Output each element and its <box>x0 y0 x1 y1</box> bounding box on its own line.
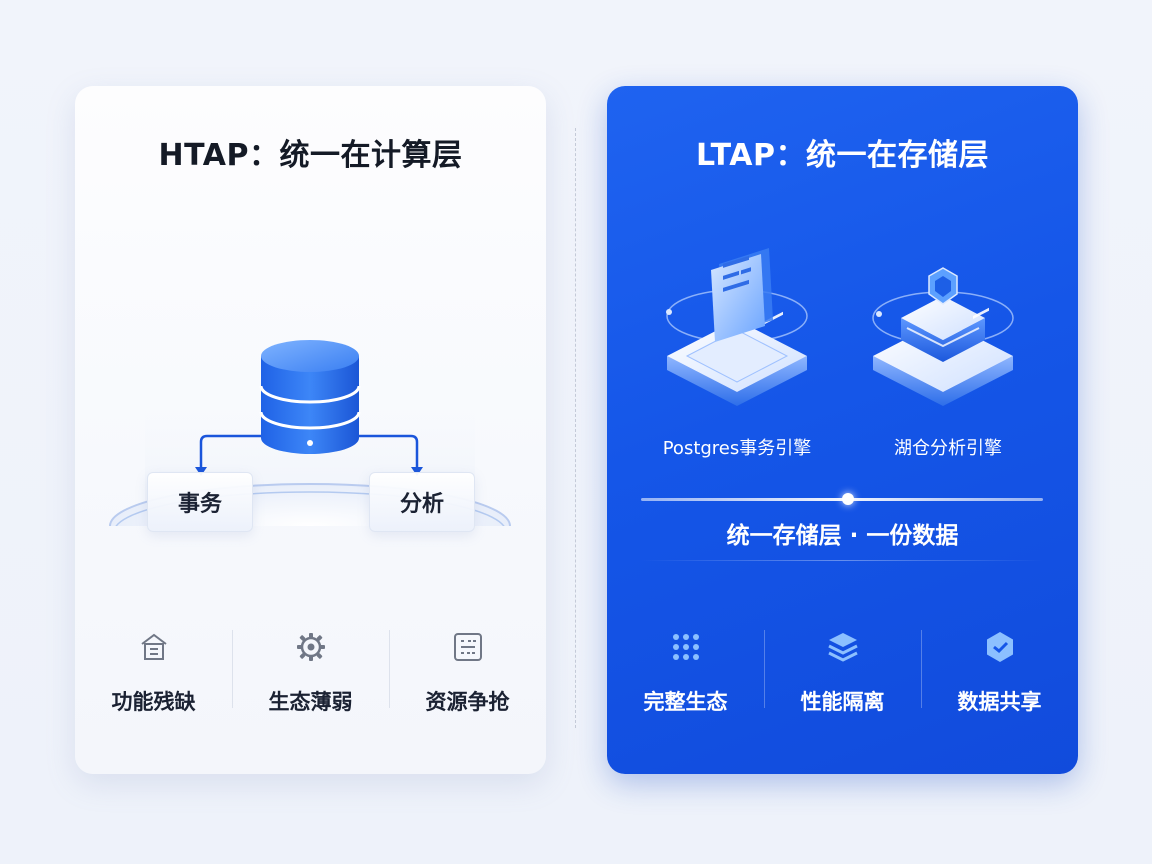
feature-label: 性能隔离 <box>800 690 885 714</box>
htap-diagram-graphic <box>109 340 511 526</box>
share-icon <box>986 632 1013 662</box>
feature-label: 生态薄弱 <box>268 690 353 714</box>
transaction-box: 事务 <box>147 472 253 532</box>
feature-performance-isolation: 性能隔离 <box>764 630 921 716</box>
database-icon <box>259 340 361 454</box>
unified-storage-text: 统一存储层 · 一份数据 <box>726 523 959 549</box>
analysis-box: 分析 <box>369 472 475 532</box>
feature-label: 资源争抢 <box>425 690 510 714</box>
calculator-icon <box>453 633 482 661</box>
feature-resource-contention: 资源争抢 <box>389 630 546 716</box>
lakehouse-engine-label: 湖仓分析引擎 <box>894 438 1002 459</box>
unified-storage-underline <box>641 560 1043 561</box>
feature-label: 数据共享 <box>957 690 1042 714</box>
layers-icon <box>827 633 858 662</box>
lakehouse-server-icon <box>872 267 1014 406</box>
feature-label: 功能残缺 <box>111 690 196 714</box>
feature-data-sharing: 数据共享 <box>921 630 1078 716</box>
gear-icon <box>296 633 325 661</box>
feature-weak-ecosystem: 生态薄弱 <box>232 630 389 716</box>
document-server-icon <box>666 248 808 406</box>
feature-complete-ecosystem: 完整生态 <box>607 630 764 716</box>
htap-diagram: 事务 分析 <box>75 236 546 532</box>
htap-title: HTAP：统一在计算层 <box>158 138 463 173</box>
ltap-card: LTAP：统一在存储层 <box>607 86 1078 774</box>
htap-feature-row: 功能残缺 生态薄弱 <box>75 630 546 716</box>
dots-grid-icon <box>672 634 699 660</box>
ltap-feature-row: 完整生态 性能隔离 数据共享 <box>607 630 1078 716</box>
feature-label: 完整生态 <box>643 690 728 714</box>
htap-card: HTAP：统一在计算层 <box>75 86 546 774</box>
postgres-engine-label: Postgres事务引擎 <box>662 438 812 459</box>
feature-incomplete-function: 功能残缺 <box>75 630 232 716</box>
center-divider <box>575 128 576 728</box>
ltap-title: LTAP：统一在存储层 <box>696 138 989 173</box>
building-icon <box>140 633 167 660</box>
unified-storage-dot <box>842 493 854 505</box>
